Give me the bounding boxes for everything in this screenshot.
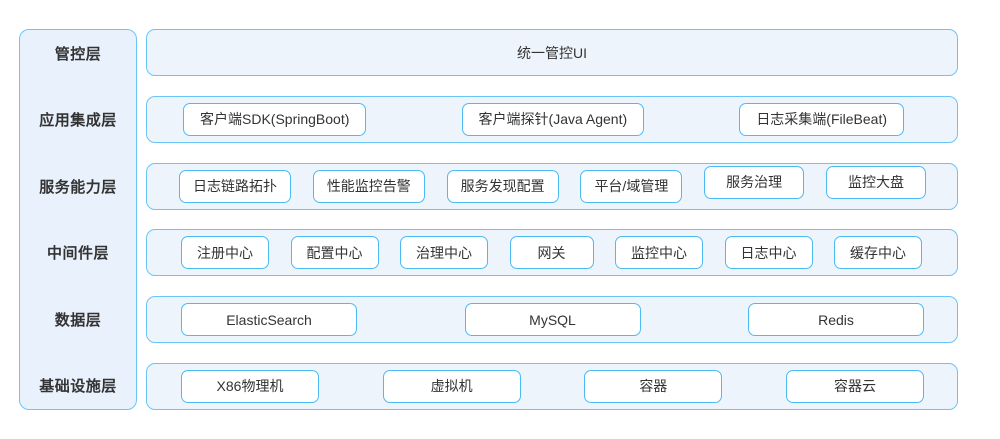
layer-box: 服务治理 bbox=[704, 165, 805, 199]
layer-box: 配置中心 bbox=[290, 236, 379, 270]
layer-box: 注册中心 bbox=[181, 236, 269, 270]
layer-box: 虚拟机 bbox=[382, 369, 521, 403]
layer-box: 治理中心 bbox=[400, 236, 488, 270]
layer-row: 注册中心配置中心治理中心网关监控中心日志中心缓存中心 bbox=[146, 229, 958, 277]
layer-row: 统一管控UI bbox=[146, 29, 958, 76]
layer-box: X86物理机 bbox=[181, 369, 319, 403]
layer-label: 管控层 bbox=[54, 46, 102, 63]
layer-box: Redis bbox=[748, 303, 924, 337]
banner-text: 统一管控UI bbox=[517, 44, 587, 61]
layer-box: 服务发现配置 bbox=[446, 169, 559, 203]
layer-box: 容器 bbox=[584, 369, 723, 403]
layer-box: 日志中心 bbox=[724, 236, 813, 270]
layer-label: 应用集成层 bbox=[39, 112, 117, 130]
layer-box: 日志采集端(FileBeat) bbox=[739, 102, 904, 136]
layer-row: 日志链路拓扑性能监控告警服务发现配置平台/域管理服务治理监控大盘 bbox=[146, 162, 958, 210]
layer-box: 缓存中心 bbox=[834, 236, 922, 270]
layer-box: 监控大盘 bbox=[825, 165, 926, 199]
layer-box: MySQL bbox=[464, 303, 641, 337]
layer-label: 服务能力层 bbox=[39, 178, 117, 196]
layer-box: 客户端SDK(SpringBoot) bbox=[183, 102, 367, 136]
layer-box: 性能监控告警 bbox=[312, 169, 425, 203]
layer-box: 客户端探针(Java Agent) bbox=[461, 102, 645, 136]
layer-label: 数据层 bbox=[54, 311, 102, 329]
layer-row: 客户端SDK(SpringBoot) 客户端探针(Java Agent) 日志采集端… bbox=[146, 95, 958, 143]
layer-box: ElasticSearch bbox=[181, 303, 357, 337]
layer-box: 监控中心 bbox=[615, 236, 703, 270]
layer-label-column: 管控层应用集成层服务能力层中间件层数据层基础设施层 bbox=[19, 29, 137, 410]
layer-box: 网关 bbox=[509, 236, 594, 270]
layer-row: X86物理机 虚拟机 容器 容器云 bbox=[146, 362, 958, 410]
layer-rows-column: 统一管控UI 客户端SDK(SpringBoot) 客户端探针(Java Agent… bbox=[146, 29, 958, 410]
layer-diagram: 管控层应用集成层服务能力层中间件层数据层基础设施层 统一管控UI 客户端SDK(S… bbox=[19, 29, 959, 410]
layer-box: 平台/域管理 bbox=[580, 169, 683, 203]
layer-box: 日志链路拓扑 bbox=[179, 169, 291, 203]
layer-label: 基础设施层 bbox=[39, 377, 117, 395]
layer-label: 中间件层 bbox=[46, 245, 109, 263]
layer-box: 容器云 bbox=[785, 369, 924, 403]
layer-row: ElasticSearch MySQL Redis bbox=[146, 296, 958, 344]
